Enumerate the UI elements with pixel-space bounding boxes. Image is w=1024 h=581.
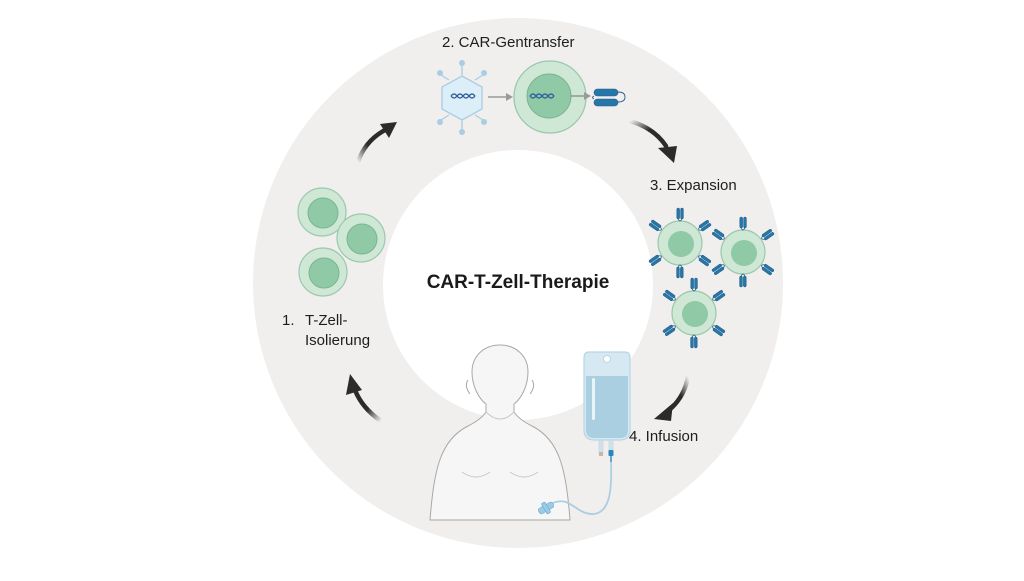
infusion-patient-icon <box>429 344 631 521</box>
arrow-step3-to-step4 <box>654 374 691 421</box>
step1-label-line2: Isolierung <box>305 332 371 349</box>
cycle-ring <box>253 18 784 548</box>
arrow-step4-to-step1 <box>346 374 384 424</box>
patient-silhouette-icon <box>429 344 571 521</box>
transduced-t-cell-icon <box>513 60 587 134</box>
gene-transfer-icon <box>437 60 626 135</box>
step1-number: 1. <box>282 312 295 329</box>
car-receptor-icon <box>592 88 626 107</box>
diagram-title: CAR-T-Zell-Therapie <box>426 272 610 293</box>
step1-label-line1: T-Zell- <box>305 312 348 329</box>
iv-catheter-icon <box>538 501 554 515</box>
step4-label: 4. Infusion <box>629 428 699 445</box>
arrow-step1-to-step2 <box>355 122 397 165</box>
iv-bag-icon <box>583 351 631 462</box>
arrow-step2-to-step3 <box>627 118 677 163</box>
viral-vector-icon <box>437 60 487 135</box>
step3-label: 3. Expansion <box>650 177 737 194</box>
iv-tube <box>547 461 613 515</box>
step2-label: 2. CAR-Gentransfer <box>442 34 575 51</box>
